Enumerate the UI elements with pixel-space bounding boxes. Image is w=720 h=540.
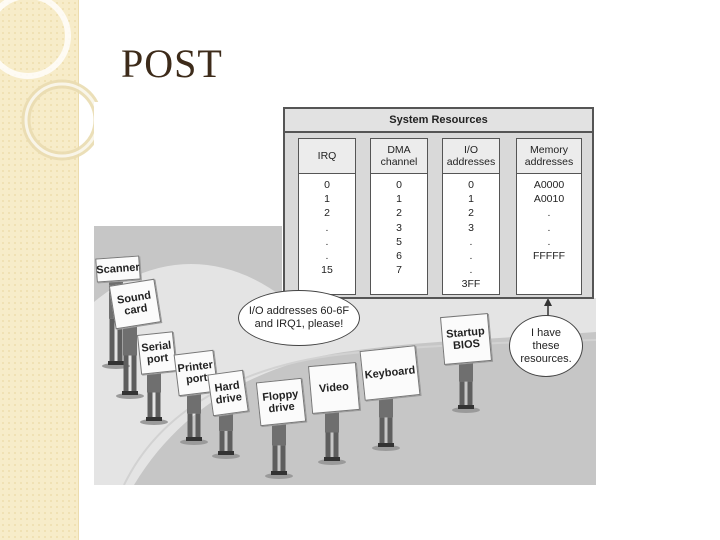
person-leg	[379, 417, 385, 443]
sound-card-sign: Sound card	[108, 278, 162, 330]
person-leg	[467, 381, 473, 405]
person-leg	[272, 445, 278, 471]
person-leg	[280, 445, 286, 471]
person-leg	[187, 413, 193, 437]
column-values: 0 1 2 . . . 15	[321, 179, 333, 277]
person-body	[325, 410, 339, 433]
column-values: A0000 A0010 . . . FFFFF	[532, 179, 566, 263]
person-shoe	[146, 417, 154, 421]
column-values: 0 1 2 3 5 6 7	[396, 179, 402, 277]
person-shoe	[378, 443, 386, 447]
floppy-drive-sign: Floppy drive	[255, 377, 307, 427]
keyboard-sign: Keyboard	[359, 345, 421, 401]
dma-channel-column: DMA channel 0 1 2 3 5 6 7	[370, 138, 428, 295]
person-figure	[180, 392, 208, 445]
serial-port-sign: Serial port	[137, 331, 177, 375]
person-figure	[140, 370, 168, 425]
person-leg	[155, 392, 161, 417]
person-shoe	[386, 443, 394, 447]
person-body	[123, 324, 137, 356]
bios-speech-bubble: I have these resources.	[509, 315, 583, 377]
person-leg	[333, 432, 339, 457]
person-shoe	[332, 457, 340, 461]
person-body	[379, 394, 393, 418]
person-shoe	[324, 457, 332, 461]
person-leg	[109, 318, 115, 361]
person-body	[187, 392, 201, 414]
person-body	[219, 412, 233, 431]
system-resources-title: System Resources	[285, 109, 592, 133]
person-figure	[212, 412, 240, 459]
person-figure	[318, 410, 346, 465]
column-values: 0 1 2 3 . . . 3FF	[461, 179, 481, 291]
system-resources-table: System Resources IRQ 0 1 2 . . . 15 DMA …	[283, 107, 594, 299]
person-shoe	[186, 437, 194, 441]
person-leg	[227, 430, 233, 451]
person-leg	[219, 430, 225, 451]
person-figure	[452, 360, 480, 413]
column-header: Memory addresses	[517, 139, 581, 174]
person-shoe	[130, 391, 138, 395]
person-figure	[372, 394, 400, 451]
person-figure	[116, 324, 144, 399]
person-shoe	[458, 405, 466, 409]
person-leg	[117, 318, 123, 361]
person-shoe	[279, 471, 287, 475]
person-shoe	[218, 451, 226, 455]
person-leg	[147, 392, 153, 417]
person-leg	[325, 432, 331, 457]
person-shoe	[271, 471, 279, 475]
person-shoe	[226, 451, 234, 455]
person-shoe	[194, 437, 202, 441]
person-figure	[265, 422, 293, 479]
column-header: DMA channel	[371, 139, 427, 174]
slide-title: POST	[121, 41, 223, 86]
hard-drive-sign: Hard drive	[207, 369, 249, 417]
video-sign: Video	[307, 361, 361, 415]
person-body	[272, 422, 286, 446]
post-resource-diagram: System Resources IRQ 0 1 2 . . . 15 DMA …	[94, 102, 596, 485]
irq-column: IRQ 0 1 2 . . . 15	[298, 138, 356, 295]
person-leg	[123, 355, 129, 391]
person-leg	[131, 355, 137, 391]
startup-bios-sign: Startup BIOS	[439, 312, 493, 366]
person-shoe	[116, 361, 124, 365]
memory-addresses-column: Memory addresses A0000 A0010 . . . FFFFF	[516, 138, 582, 295]
scanner-sign: Scanner	[95, 255, 141, 283]
person-shoe	[466, 405, 474, 409]
io-addresses-column: I/O addresses 0 1 2 3 . . . 3FF	[442, 138, 500, 295]
person-leg	[195, 413, 201, 437]
person-shoe	[108, 361, 116, 365]
column-header: IRQ	[299, 139, 355, 174]
person-leg	[387, 417, 393, 443]
person-body	[459, 360, 473, 382]
device-request-speech-bubble: I/O addresses 60-6F and IRQ1, please!	[238, 290, 360, 346]
person-shoe	[154, 417, 162, 421]
person-leg	[459, 381, 465, 405]
column-header: I/O addresses	[443, 139, 499, 174]
person-shoe	[122, 391, 130, 395]
person-body	[147, 370, 161, 393]
